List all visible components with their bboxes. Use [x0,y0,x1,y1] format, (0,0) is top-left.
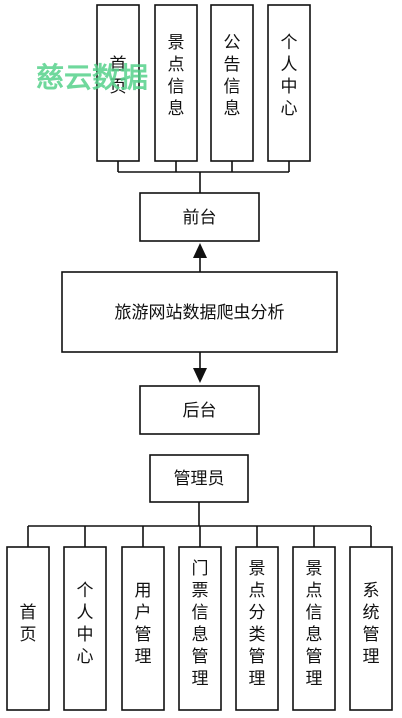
front-module-box-home [96,4,140,162]
back-connectors [27,502,372,547]
front-module-label-personal-center: 个人中心 [281,33,298,119]
admin-box [149,454,249,503]
back-module-box-personal-center [63,546,107,711]
back-module-box-home [6,546,50,711]
front-module-label-scenic-info: 景点信息 [168,33,185,119]
system-label: 旅游网站数据爬虫分析 [115,303,285,323]
back-module-box-scenic-category-management [235,546,279,711]
admin-label: 管理员 [174,469,225,489]
back-module-box-scenic-info-management [292,546,336,711]
watermark: 慈云数据 [36,61,148,94]
back-modules: 首页 个人中心 用户管理 门票信息管理 景点分类管理 景点信息管理 系统管理 [6,546,393,711]
back-module-label-home: 首页 [20,603,37,645]
back-module-label-scenic-category-management: 景点分类管理 [249,559,266,689]
front-module-label-announcements: 公告信息 [224,33,241,119]
arrow-to-backend [193,352,207,383]
frontend-box [139,192,260,242]
back-module-label-system-management: 系统管理 [363,581,380,667]
frontend-label: 前台 [183,208,217,228]
system-box [61,271,338,353]
back-module-box-system-management [349,546,393,711]
front-module-label-home: 首页 [110,55,127,97]
arrow-to-frontend [193,243,207,272]
front-module-box-personal-center [267,4,311,162]
back-module-label-personal-center: 个人中心 [77,581,94,667]
back-module-label-scenic-info-management: 景点信息管理 [306,559,323,689]
back-module-label-ticket-management: 门票信息管理 [192,559,209,689]
back-module-box-user-management [121,546,165,711]
backend-box [139,385,260,435]
front-connectors [117,161,290,193]
backend-label: 后台 [183,401,217,421]
back-module-label-user-management: 用户管理 [135,581,152,667]
back-module-box-ticket-management [178,546,222,711]
front-module-box-scenic-info [154,4,198,162]
